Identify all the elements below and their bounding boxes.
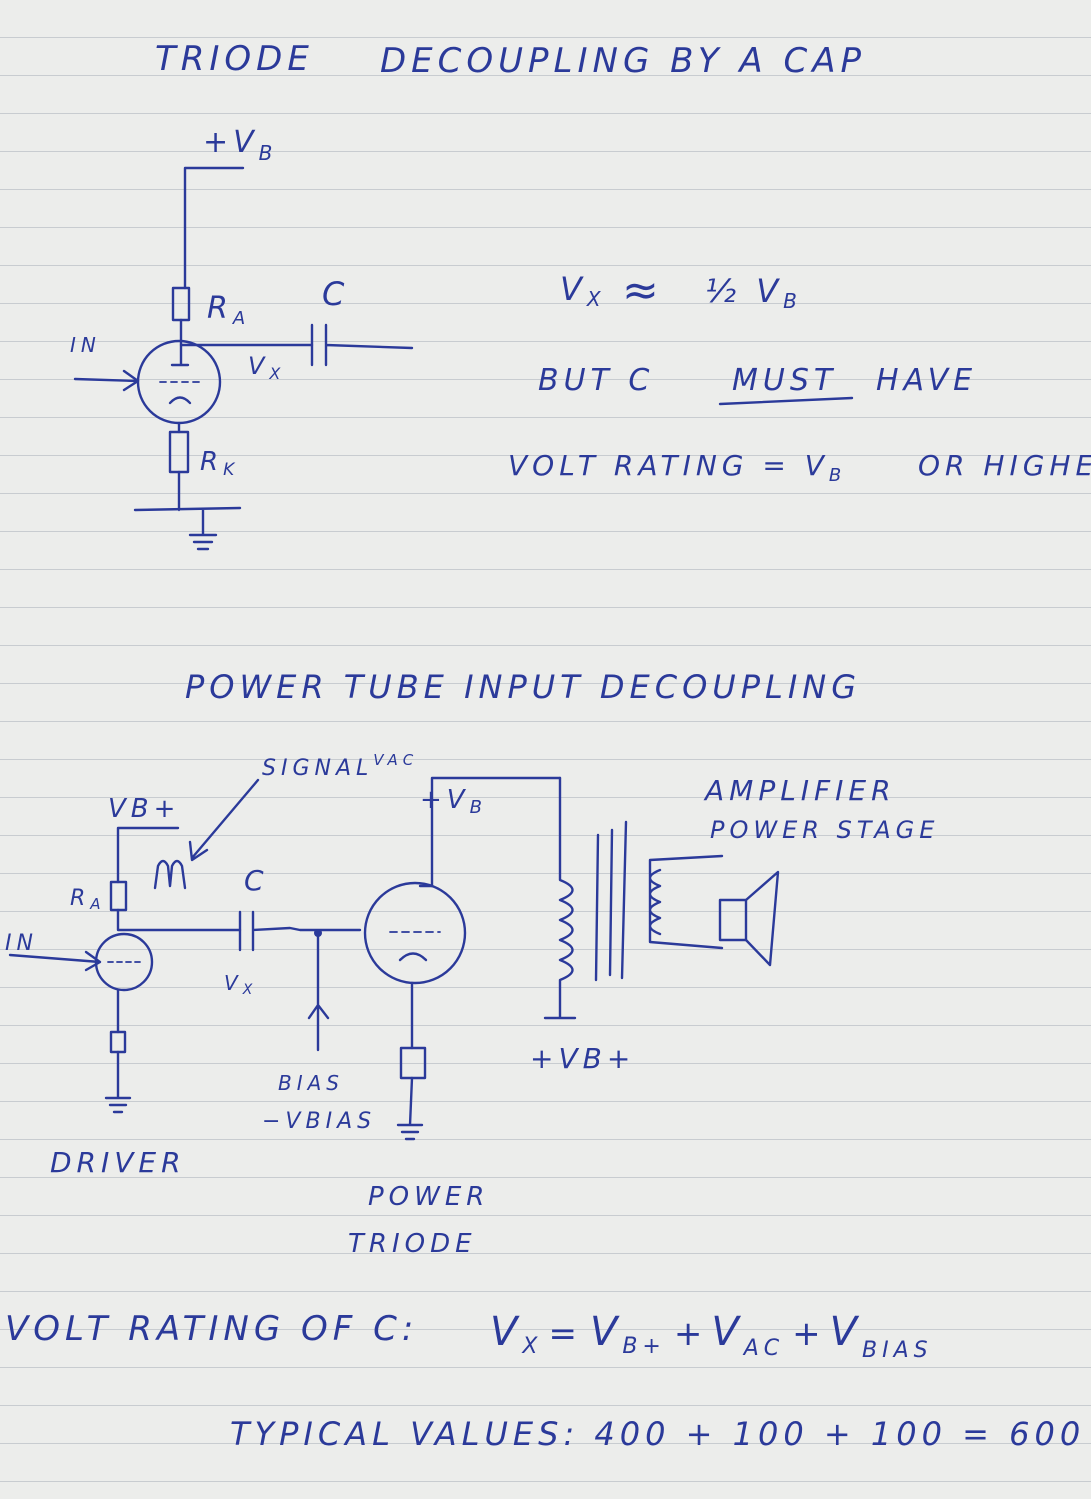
bias-arrow (307, 931, 330, 1052)
bias-label: BIAS (278, 1071, 344, 1095)
coupling-capacitor (238, 910, 362, 952)
bias-voltage-label: −VBIAS (262, 1109, 376, 1134)
power-ground (396, 1076, 424, 1141)
transformer-primary (543, 776, 577, 1020)
driver-ground (104, 1050, 132, 1114)
approx-rhs: ½ VB (705, 272, 802, 313)
supply-label: +VB (203, 125, 277, 165)
note-must: MUST (732, 363, 837, 398)
note-line-2a: BUT C (538, 363, 654, 398)
signal-label: SIGNALVAC (262, 751, 418, 781)
must-underline (718, 396, 854, 406)
approx-sign: ≈ (622, 265, 664, 316)
ac-signal-wave (153, 859, 187, 890)
driver-tube (94, 932, 154, 992)
driver-supply-label: VB+ (108, 794, 180, 824)
driver-resistor (109, 880, 128, 912)
anode-resistor-label: RA (207, 291, 250, 329)
speaker-magnet (718, 898, 748, 942)
triode-circuit: +VB RA C VX IN RK (70, 125, 414, 551)
plate-supply-label: +VB (420, 785, 487, 818)
triode-cathode (168, 396, 192, 405)
power-triode-tube (363, 881, 467, 985)
formula-rhs: VX=VB++VAC+VBIAS (490, 1309, 933, 1363)
transformer-supply-label: +VB+ (530, 1042, 635, 1075)
driver-supply-wire (116, 826, 180, 884)
note-line-3a: VOLT RATING = VB (508, 449, 846, 486)
anode-resistor (171, 286, 191, 322)
power-section-title: POWER TUBE INPUT DECOUPLING (185, 668, 861, 706)
power-stage-circuit: SIGNALVAC VB+ RA C VX BIAS −VBIAS IN DRI… (5, 751, 939, 1259)
supply-wire (183, 166, 245, 290)
power-plate-wire (418, 776, 562, 888)
cathode-resistor-label: RK (200, 447, 239, 480)
driver-input-label: IN (5, 931, 38, 956)
driver-plate-wire (116, 908, 242, 932)
speaker-cone (744, 870, 780, 967)
coupling-cap-label: C (244, 864, 269, 897)
power-label-1: POWER (368, 1182, 489, 1212)
input-label: IN (70, 333, 101, 357)
decoupling-title: DECOUPLING BY A CAP (380, 41, 866, 81)
driver-resistor-label: RA (70, 886, 106, 913)
power-cathode-resistor (399, 1046, 427, 1080)
driver-input-arrow (8, 950, 102, 972)
coupling-node-label: VX (224, 971, 257, 998)
approx-lhs: VX (560, 270, 606, 311)
input-arrow (73, 369, 140, 392)
note-line-2c: HAVE (876, 363, 977, 398)
transformer-core (594, 820, 628, 982)
typical-values: TYPICAL VALUES: 400 + 100 + 100 = 600 V (230, 1415, 1091, 1453)
amp-label-2: POWER STAGE (710, 816, 939, 844)
ground-symbol (133, 470, 242, 551)
capacitor-label: C (322, 275, 349, 313)
signal-arrow (188, 778, 260, 862)
transformer-secondary (648, 854, 724, 950)
power-cathode (398, 952, 428, 962)
cathode-resistor (168, 430, 190, 474)
capacitor-c (310, 323, 414, 367)
power-label-2: TRIODE (348, 1229, 477, 1259)
triode-tube (136, 339, 222, 425)
amp-label-1: AMPLIFIER (703, 774, 896, 807)
driver-cathode-resistor (109, 1030, 127, 1054)
note-line-3b: OR HIGHER. (918, 449, 1091, 482)
formula-lhs: VOLT RATING OF C: (5, 1309, 418, 1349)
triode-title: TRIODE (155, 39, 314, 79)
node-vx-label: VX (248, 352, 285, 383)
driver-label: DRIVER (50, 1146, 186, 1179)
triode-plate (170, 343, 190, 367)
